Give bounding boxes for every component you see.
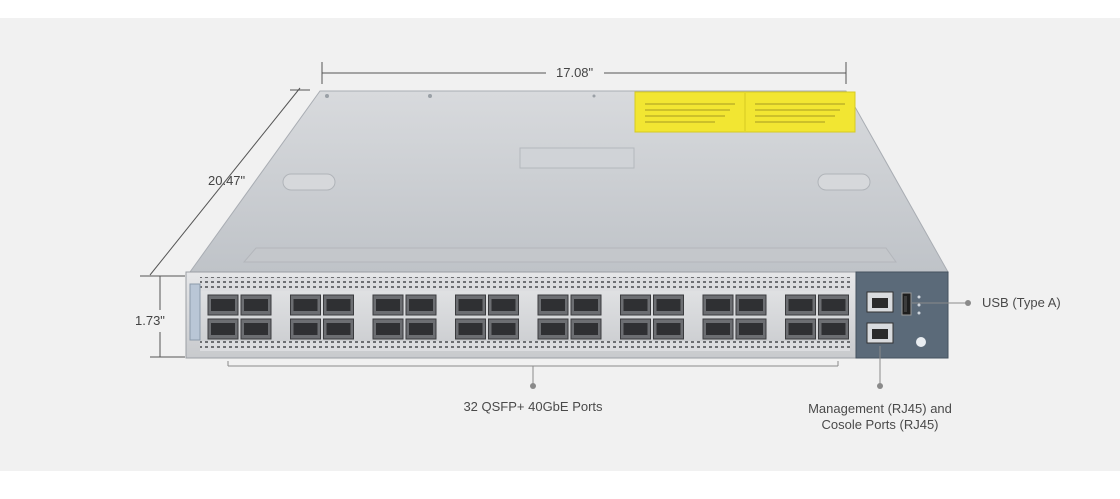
led-icon bbox=[917, 303, 921, 307]
model-tag bbox=[189, 283, 201, 341]
qsfp-port-cage bbox=[739, 323, 763, 335]
height-dimension bbox=[150, 275, 185, 358]
qsfp-port-cage bbox=[458, 323, 483, 335]
width-label: 17.08" bbox=[556, 65, 594, 80]
qsfp-port-cage bbox=[788, 299, 813, 311]
qsfp-port-cage bbox=[821, 299, 846, 311]
usb-callout-dot bbox=[965, 300, 971, 306]
qsfp-port-cage bbox=[656, 299, 681, 311]
mgmt-label-line2: Cosole Ports (RJ45) bbox=[821, 417, 939, 432]
top-recess bbox=[519, 147, 635, 169]
qsfp-port-cage bbox=[409, 299, 433, 311]
warning-label bbox=[634, 91, 856, 133]
qsfp-port-cage bbox=[244, 323, 268, 335]
qsfp-port-cage bbox=[541, 323, 565, 335]
qsfp-port-cage bbox=[574, 299, 598, 311]
qsfp-port-cage bbox=[574, 323, 598, 335]
qsfp-port-cage bbox=[739, 299, 763, 311]
qsfp-ports-label: 32 QSFP+ 40GbE Ports bbox=[463, 399, 603, 414]
left-grip bbox=[282, 173, 336, 191]
qsfp-port-cage bbox=[541, 299, 565, 311]
qsfp-port-cage bbox=[293, 299, 318, 311]
console-port bbox=[866, 322, 894, 344]
width-dimension bbox=[321, 62, 847, 84]
qsfp-callout-dot bbox=[530, 383, 536, 389]
qsfp-port-cage bbox=[623, 323, 648, 335]
qsfp-port-cage bbox=[656, 323, 681, 335]
qsfp-port-cage bbox=[788, 323, 813, 335]
mgmt-label-line1: Management (RJ45) and bbox=[808, 401, 952, 416]
qsfp-port-cage bbox=[491, 323, 516, 335]
qsfp-port-cage bbox=[491, 299, 516, 311]
mgmt-port bbox=[866, 291, 894, 313]
qsfp-port-cage bbox=[821, 323, 846, 335]
qsfp-port-cage bbox=[326, 299, 351, 311]
qsfp-port-cage bbox=[409, 323, 433, 335]
qsfp-port-cage bbox=[376, 299, 400, 311]
qsfp-port-cage bbox=[623, 299, 648, 311]
qsfp-port-cage bbox=[706, 299, 730, 311]
qsfp-port-cage bbox=[211, 323, 235, 335]
qsfp-port-cage bbox=[376, 323, 400, 335]
qsfp-port-cage bbox=[293, 323, 318, 335]
qsfp-port-cage bbox=[458, 299, 483, 311]
vent-strip-bottom bbox=[200, 341, 850, 351]
qsfp-port-array bbox=[207, 294, 849, 340]
vent-strip-top bbox=[200, 277, 850, 291]
led-icon bbox=[917, 295, 921, 299]
qsfp-callout bbox=[227, 361, 839, 384]
fs-logo-icon bbox=[916, 337, 926, 347]
right-grip bbox=[817, 173, 871, 191]
qsfp-port-cage bbox=[211, 299, 235, 311]
mgmt-callout-dot bbox=[877, 383, 883, 389]
depth-label: 20.47" bbox=[208, 173, 246, 188]
led-icon bbox=[917, 311, 921, 315]
qsfp-port-cage bbox=[706, 323, 730, 335]
qsfp-port-cage bbox=[326, 323, 351, 335]
qsfp-port-cage bbox=[244, 299, 268, 311]
usb-port bbox=[901, 292, 912, 316]
height-label: 1.73" bbox=[135, 313, 165, 328]
usb-label: USB (Type A) bbox=[982, 295, 1061, 310]
